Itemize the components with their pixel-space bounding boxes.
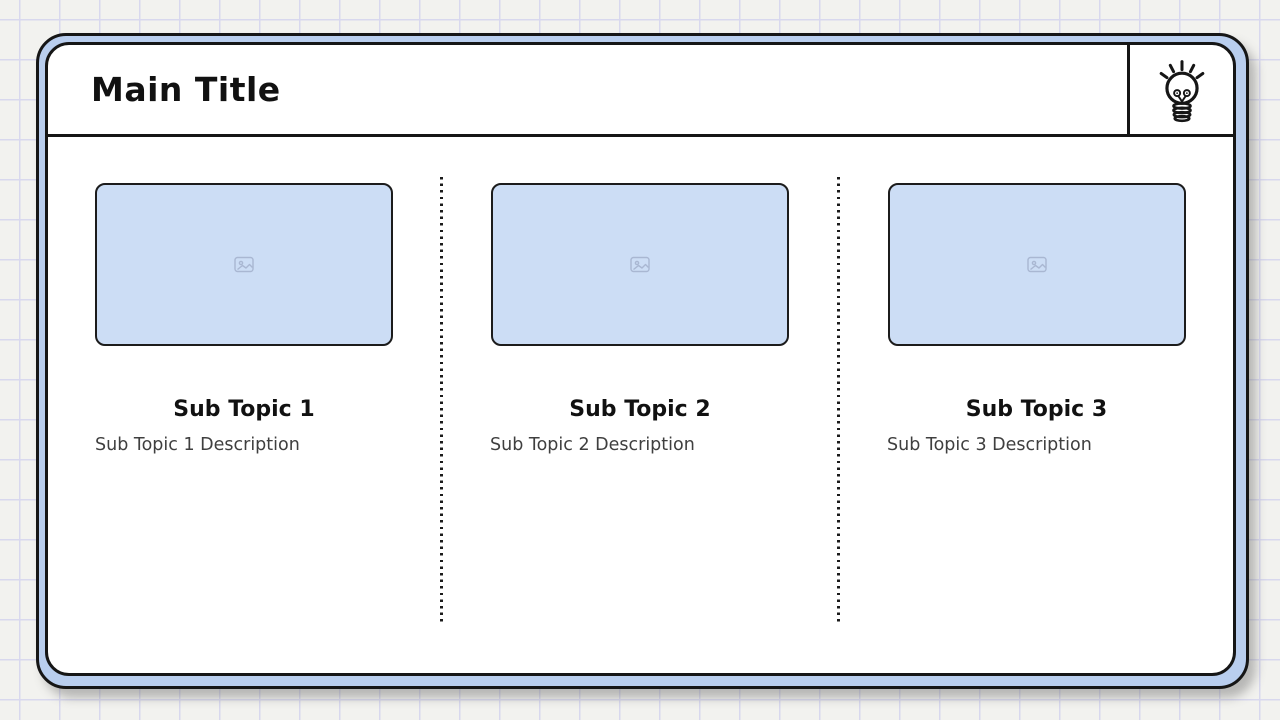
subtopic-description[interactable]: Sub Topic 3 Description xyxy=(887,435,1092,455)
topic-column-1: Sub Topic 1 Sub Topic 1 Description xyxy=(48,137,440,673)
image-placeholder-2[interactable] xyxy=(491,183,789,346)
slide-frame: Main Title xyxy=(36,33,1249,689)
subtopic-title[interactable]: Sub Topic 3 xyxy=(965,397,1108,422)
lightbulb-icon xyxy=(1151,54,1213,126)
image-placeholder-1[interactable] xyxy=(95,183,393,346)
subtopic-title[interactable]: Sub Topic 2 xyxy=(569,397,711,422)
subtopic-title[interactable]: Sub Topic 1 xyxy=(173,397,315,422)
page-title: Main Title xyxy=(91,70,281,109)
slide-header: Main Title xyxy=(48,45,1233,137)
image-icon xyxy=(1026,256,1047,273)
image-icon xyxy=(234,256,254,273)
subtopic-description[interactable]: Sub Topic 1 Description xyxy=(95,435,300,455)
image-icon xyxy=(630,256,650,273)
header-title-area: Main Title xyxy=(48,45,1127,134)
topic-column-3: Sub Topic 3 Sub Topic 3 Description xyxy=(840,137,1233,673)
topic-column-2: Sub Topic 2 Sub Topic 2 Description xyxy=(443,137,837,673)
column-divider-1 xyxy=(440,177,443,625)
header-icon-cell xyxy=(1127,45,1233,134)
image-placeholder-3[interactable] xyxy=(887,183,1186,346)
subtopic-description[interactable]: Sub Topic 2 Description xyxy=(490,435,695,455)
column-divider-2 xyxy=(837,177,840,625)
slide-body: Sub Topic 1 Sub Topic 1 Description Sub … xyxy=(48,137,1233,673)
slide-card: Main Title xyxy=(45,42,1236,676)
